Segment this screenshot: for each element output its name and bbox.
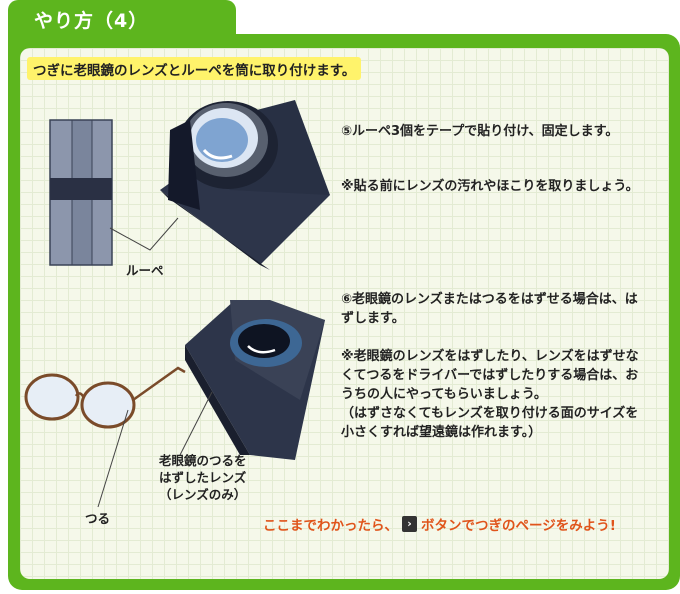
- step-6-text: ⑥老眼鏡のレンズまたはつるをはずせる場合は、はずします。: [341, 292, 638, 326]
- loupe-sticks-illustration: [49, 119, 113, 266]
- next-arrow-icon: ›: [402, 516, 417, 532]
- tube-with-lens-illustration: [185, 300, 325, 460]
- lens-label: 老眼鏡のつるを はずしたレンズ （レンズのみ）: [159, 453, 247, 502]
- loupe-label: ルーペ: [126, 263, 164, 278]
- step-6-note: ※老眼鏡のレンズをはずしたり、レンズをはずせなくてつるをドライバーではずしたりす…: [341, 349, 639, 440]
- glasses-illustration: [24, 366, 186, 429]
- footer-text-after: ボタンでつぎのページをみよう!: [421, 518, 616, 534]
- tube-with-loupe-illustration: [160, 100, 330, 270]
- content-panel: [20, 48, 669, 579]
- step-5-text: ⑤ルーペ3個をテープで貼り付け、固定します。: [341, 124, 619, 139]
- page-title: やり方（4）: [34, 10, 149, 32]
- footer-text-before: ここまでわかったら、: [263, 518, 398, 534]
- footer-instruction: ここまでわかったら、›ボタンでつぎのページをみよう!: [263, 514, 616, 534]
- temple-label: つる: [85, 511, 111, 526]
- step-5-note: ※貼る前にレンズの汚れやほこりを取りましょう。: [341, 179, 639, 194]
- leader-lines: [97, 217, 213, 508]
- intro-text: つぎに老眼鏡のレンズとルーペを筒に取り付けます。: [27, 57, 362, 80]
- title-tab: やり方（4）: [8, 0, 236, 40]
